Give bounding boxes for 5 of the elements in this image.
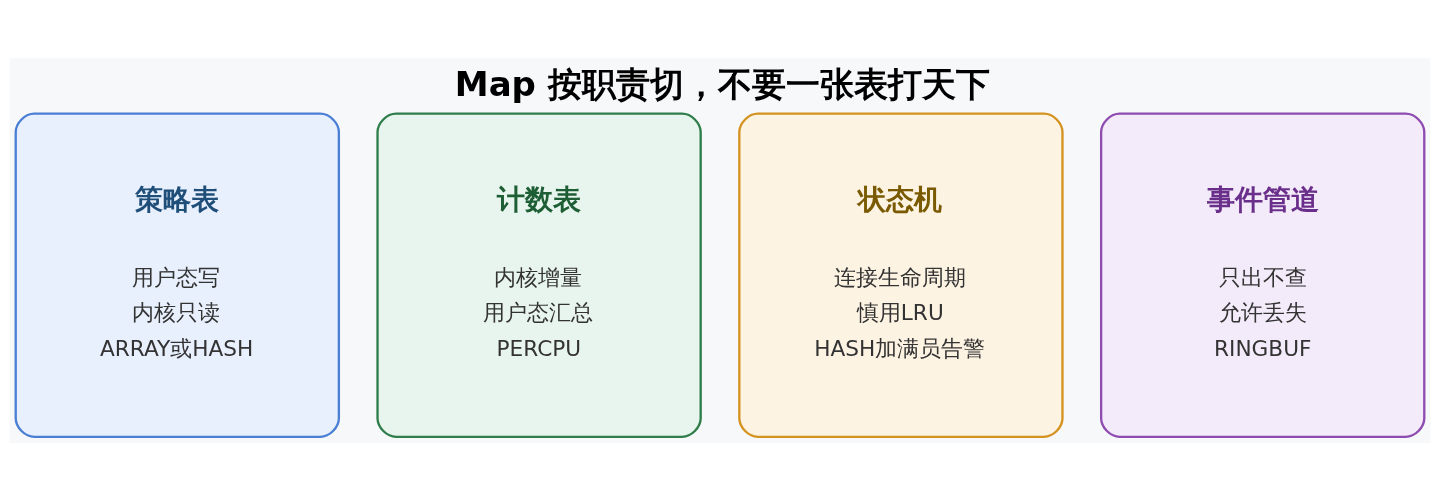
diagram-title: Map 按职责切，不要一张表打天下: [454, 63, 990, 104]
node-box: 状态机 连接生命周期 慎用LRU HASH加满员告警: [738, 112, 1064, 438]
node-box: 策略表 用户态写 内核只读 ARRAY或HASH: [14, 112, 341, 438]
node-box: 事件管道 只出不查 允许丢失 RINGBUF: [1099, 112, 1426, 438]
node-box: 计数表 内核增量 用户态汇总 PERCPU: [376, 112, 702, 438]
